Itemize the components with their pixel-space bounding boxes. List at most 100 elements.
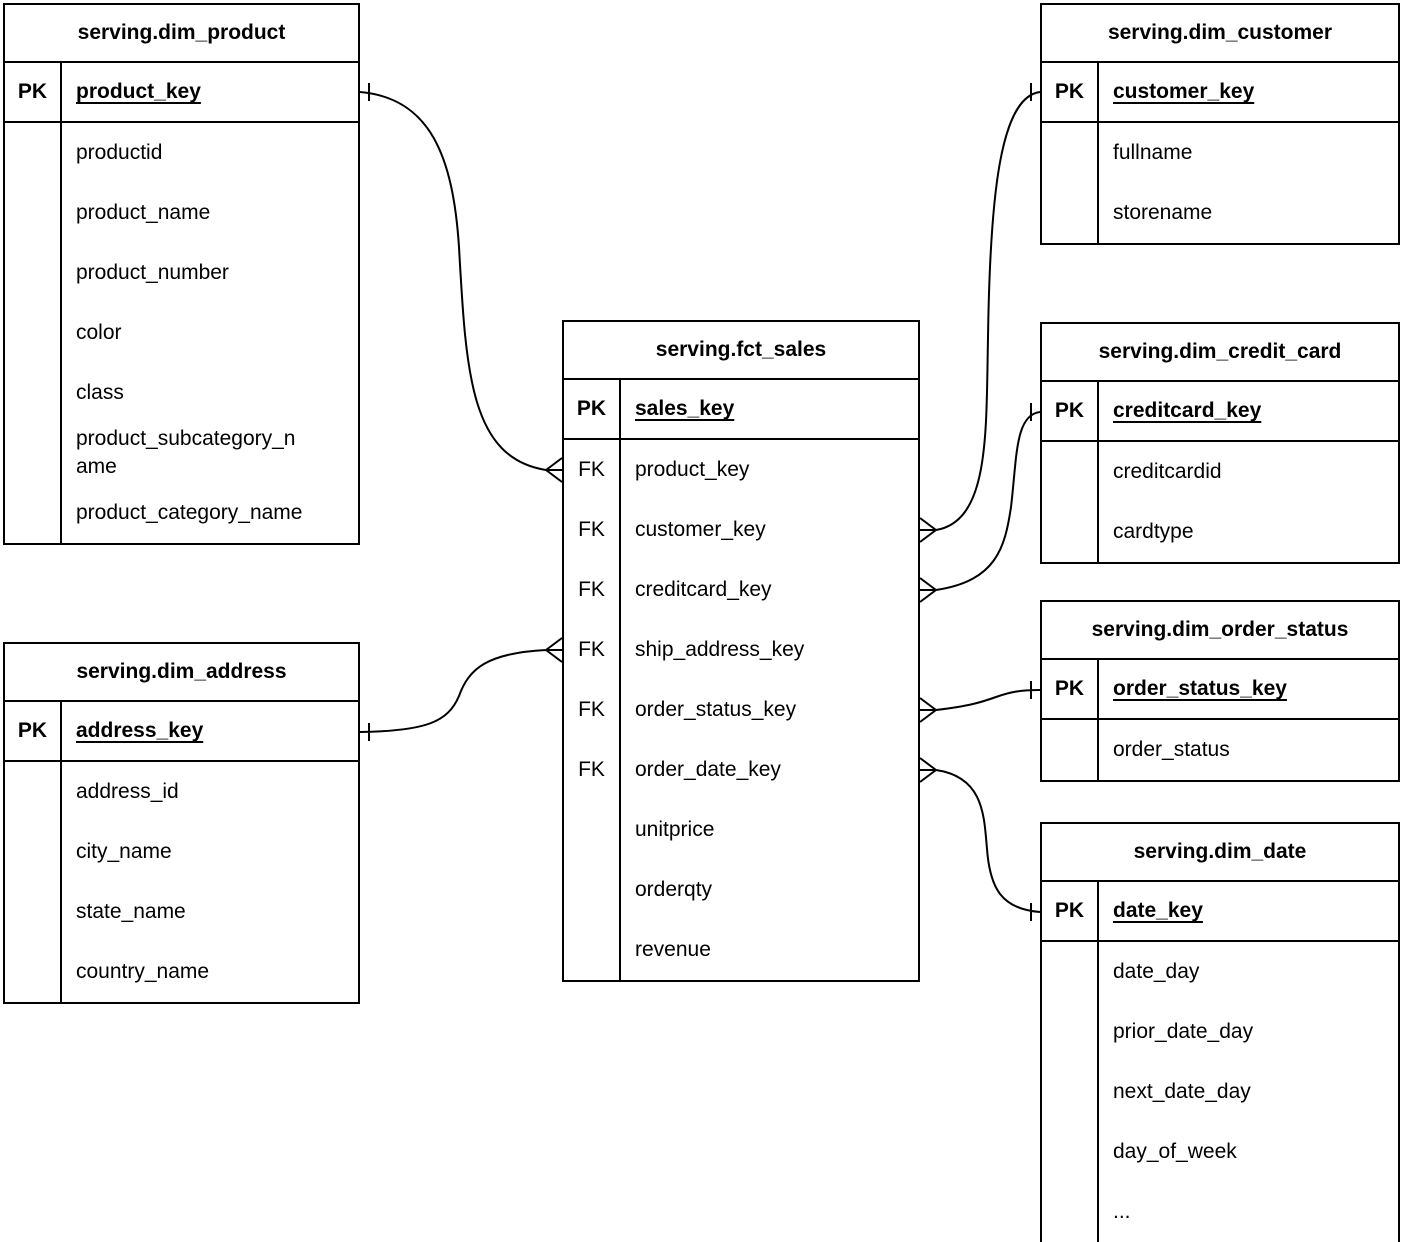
connector-dim-order-status-to-fct-sales: [919, 681, 1041, 723]
field-row: revenue: [564, 920, 918, 980]
field-row: cardtype: [1042, 502, 1398, 562]
field-row: productid: [5, 123, 358, 183]
field-row: next_date_day: [1042, 1062, 1398, 1122]
key-cell: [564, 800, 621, 860]
field-row: unitprice: [564, 800, 918, 860]
field-name: class: [76, 381, 124, 404]
field-row: product_subcategory_name: [5, 423, 358, 483]
pk-field: address_key: [76, 719, 204, 742]
table-title: serving.dim_order_status: [1042, 602, 1398, 660]
field-name: color: [76, 321, 122, 344]
connector-dim-date-to-fct-sales: [919, 757, 1041, 921]
field-row: color: [5, 303, 358, 363]
field-name: ...: [1113, 1200, 1131, 1223]
pk-badge: PK: [5, 63, 62, 121]
field-name: address_id: [76, 780, 179, 803]
table-title: serving.fct_sales: [564, 322, 918, 380]
field-name: unitprice: [635, 818, 715, 841]
key-cell: [1042, 442, 1099, 502]
pk-row: PK date_key: [1042, 882, 1398, 942]
pk-field: creditcard_key: [1113, 399, 1262, 422]
key-cell: [1042, 1062, 1099, 1122]
field-row: fullname: [1042, 123, 1398, 183]
field-name: state_name: [76, 900, 186, 923]
connector-dim-customer-to-fct-sales: [919, 83, 1041, 543]
field-name: order_date_key: [635, 758, 781, 781]
key-cell: [5, 483, 62, 543]
key-cell: [5, 423, 62, 483]
pk-field: product_key: [76, 80, 201, 103]
pk-field: date_key: [1113, 899, 1203, 922]
field-name: storename: [1113, 201, 1213, 224]
field-name: next_date_day: [1113, 1080, 1251, 1103]
field-row: city_name: [5, 822, 358, 882]
fk-badge: FK: [564, 680, 621, 740]
fk-badge: FK: [564, 620, 621, 680]
key-cell: [1042, 720, 1099, 780]
fk-badge: FK: [564, 560, 621, 620]
field-row: FK order_date_key: [564, 740, 918, 800]
field-name: product_category_name: [76, 501, 303, 524]
key-cell: [1042, 183, 1099, 243]
pk-badge: PK: [564, 380, 621, 438]
key-cell: [564, 920, 621, 980]
table-dim-address: serving.dim_address PK address_key addre…: [3, 642, 360, 1004]
connector-dim-address-to-fct-sales: [359, 637, 563, 741]
field-row: FK creditcard_key: [564, 560, 918, 620]
field-row: creditcardid: [1042, 442, 1398, 502]
table-title: serving.dim_customer: [1042, 5, 1398, 63]
key-cell: [1042, 123, 1099, 183]
key-cell: [1042, 942, 1099, 1002]
key-cell: [5, 822, 62, 882]
key-cell: [5, 942, 62, 1002]
field-name: orderqty: [635, 878, 713, 901]
field-name: country_name: [76, 960, 210, 983]
field-name: product_subcategory_name: [76, 427, 296, 478]
key-cell: [5, 303, 62, 363]
pk-row: PK customer_key: [1042, 63, 1398, 123]
fk-badge: FK: [564, 500, 621, 560]
key-cell: [1042, 502, 1099, 562]
pk-badge: PK: [1042, 382, 1099, 440]
fk-badge: FK: [564, 740, 621, 800]
field-name: productid: [76, 141, 163, 164]
pk-field: customer_key: [1113, 80, 1255, 103]
pk-badge: PK: [1042, 882, 1099, 940]
pk-badge: PK: [5, 702, 62, 760]
key-cell: [564, 860, 621, 920]
field-name: creditcard_key: [635, 578, 772, 601]
table-dim-customer: serving.dim_customer PK customer_key ful…: [1040, 3, 1400, 245]
field-name: revenue: [635, 938, 711, 961]
field-row: product_name: [5, 183, 358, 243]
table-dim-credit-card: serving.dim_credit_card PK creditcard_ke…: [1040, 322, 1400, 564]
pk-row: PK creditcard_key: [1042, 382, 1398, 442]
key-cell: [5, 363, 62, 423]
key-cell: [1042, 1122, 1099, 1182]
field-name: prior_date_day: [1113, 1020, 1254, 1043]
key-cell: [5, 243, 62, 303]
field-row: country_name: [5, 942, 358, 1002]
connector-dim-credit-card-to-fct-sales: [919, 403, 1041, 603]
fk-badge: FK: [564, 440, 621, 500]
key-cell: [5, 762, 62, 822]
pk-field: order_status_key: [1113, 677, 1287, 700]
table-title: serving.dim_product: [5, 5, 358, 63]
field-row: ...: [1042, 1182, 1398, 1242]
field-row: orderqty: [564, 860, 918, 920]
table-dim-product: serving.dim_product PK product_key produ…: [3, 3, 360, 545]
key-cell: [5, 882, 62, 942]
connector-dim-product-to-fct-sales: [359, 83, 563, 483]
table-title: serving.dim_address: [5, 644, 358, 702]
field-row: FK order_status_key: [564, 680, 918, 740]
pk-field: sales_key: [635, 397, 735, 420]
field-name: order_status: [1113, 738, 1230, 761]
field-name: cardtype: [1113, 520, 1194, 543]
field-row: date_day: [1042, 942, 1398, 1002]
field-name: day_of_week: [1113, 1140, 1237, 1163]
field-name: order_status_key: [635, 698, 797, 721]
